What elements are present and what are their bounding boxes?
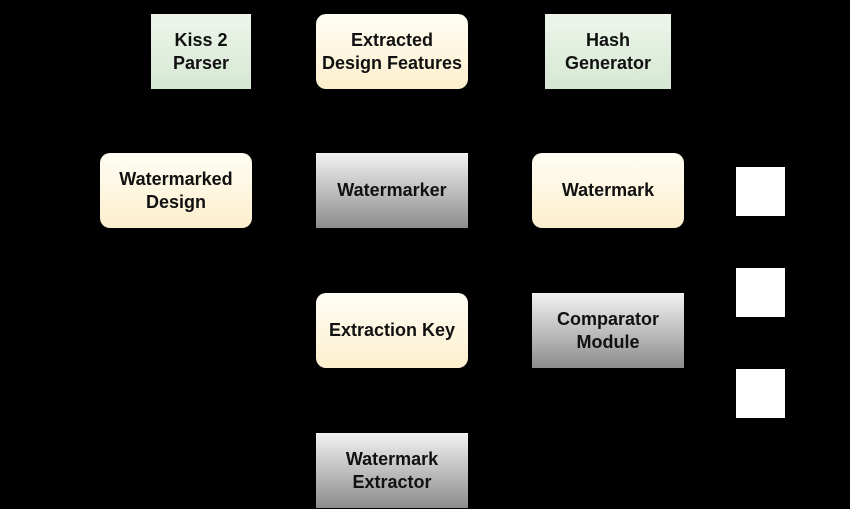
extraction-key-node: Extraction Key xyxy=(316,293,468,368)
watermarker-label: Watermarker xyxy=(337,180,447,200)
hash-generator-label: Hash Generator xyxy=(564,29,652,73)
white-square-bottom xyxy=(736,369,785,418)
watermark-extractor-node: Watermark Extractor xyxy=(316,433,468,508)
watermark-node: Watermark xyxy=(532,153,684,228)
extraction-key-label: Extraction Key xyxy=(328,320,456,340)
watermarker-node: Watermarker xyxy=(316,153,468,228)
watermark-extractor-label: Watermark Extractor xyxy=(345,448,439,492)
kiss2-parser-node: Kiss 2 Parser xyxy=(151,14,251,89)
kiss2-parser-label: Kiss 2 Parser xyxy=(172,29,230,73)
watermark-label: Watermark xyxy=(561,180,655,200)
extracted-design-features-node: Extracted Design Features xyxy=(316,14,468,89)
extracted-design-features-label: Extracted Design Features xyxy=(321,29,463,73)
hash-generator-node: Hash Generator xyxy=(545,14,671,89)
watermarked-design-node: Watermarked Design xyxy=(100,153,252,228)
white-square-top xyxy=(736,167,785,216)
white-square-middle xyxy=(736,268,785,317)
comparator-module-label: Comparator Module xyxy=(556,308,659,352)
watermarked-design-label: Watermarked Design xyxy=(119,168,233,212)
comparator-module-node: Comparator Module xyxy=(532,293,684,368)
